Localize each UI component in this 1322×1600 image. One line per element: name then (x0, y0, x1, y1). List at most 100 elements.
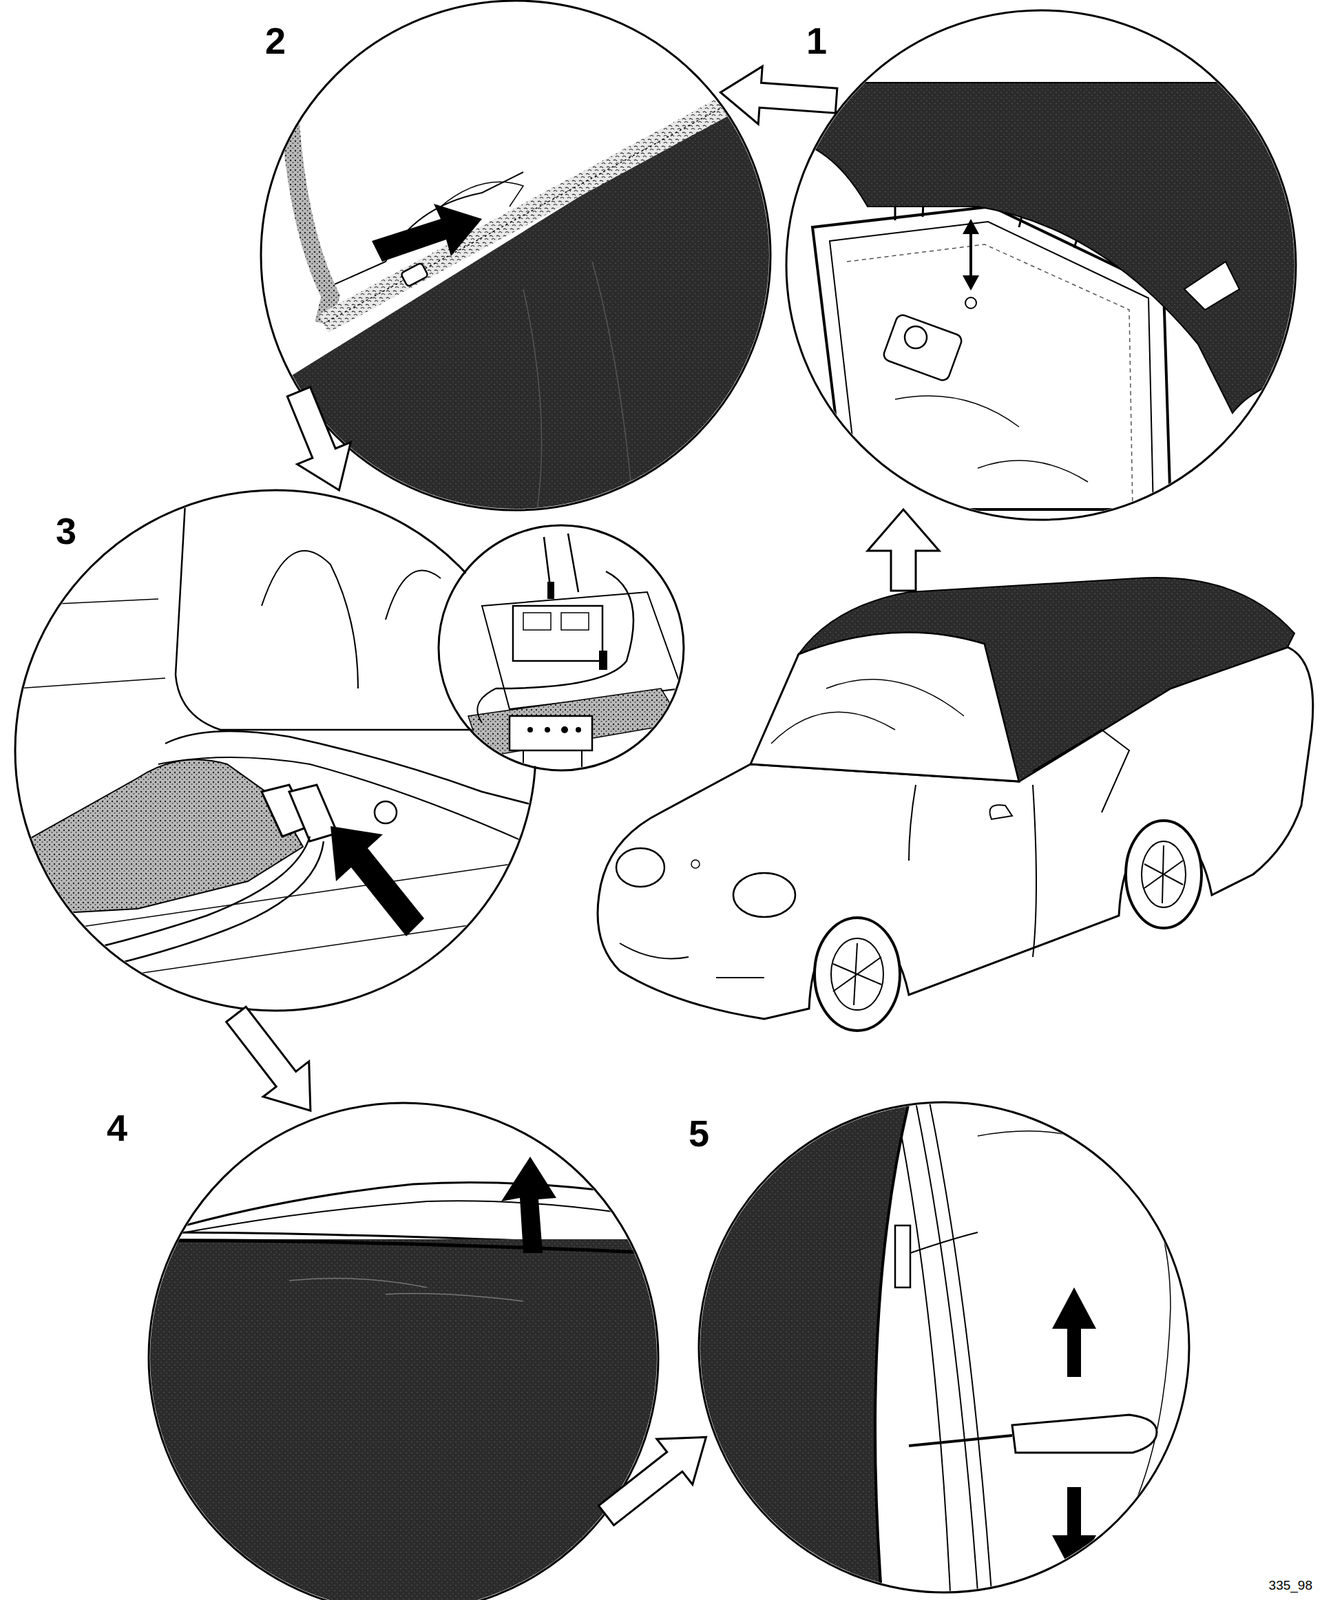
drawing-part (1125, 820, 1202, 929)
drawing-part (733, 873, 796, 918)
step-number: 5 (688, 1114, 710, 1152)
detail-circle-outline (148, 1103, 659, 1600)
drawing-part (438, 525, 684, 771)
drawing-part (1052, 1287, 1097, 1378)
drawing-part (261, 103, 779, 524)
hollow-arrow (720, 66, 837, 124)
drawing-part (599, 650, 608, 670)
drawing-part (15, 860, 536, 992)
drawing-part (619, 943, 765, 978)
drawing-part (908, 1435, 1013, 1446)
hollow-arrow (867, 509, 940, 591)
drawing-part (698, 1102, 1190, 1593)
drawing-part (374, 801, 397, 824)
hollow-arrow (226, 1006, 311, 1111)
detail-circle: 2 (260, 0, 771, 511)
drawing-part (523, 612, 551, 631)
inset-circle-outline (438, 525, 684, 771)
drawing-part (440, 181, 524, 207)
drawing-part (814, 917, 900, 1031)
drawing-part (784, 82, 1309, 414)
drawing-part (468, 688, 682, 758)
drawing-part (289, 784, 338, 842)
step-number: 2 (265, 22, 286, 60)
drawing-part (908, 784, 1037, 958)
drawing-part (561, 726, 569, 734)
drawing-part (261, 550, 441, 689)
drawing-part (831, 938, 884, 1011)
drawing-part (371, 203, 482, 262)
drawing-part (1141, 841, 1186, 908)
drawing-part (1144, 845, 1183, 904)
drawing-part (798, 577, 1295, 782)
step-number: 4 (106, 1109, 128, 1147)
drawing-part (691, 859, 700, 869)
detail-circle-outline (698, 1102, 1190, 1593)
drawing-part (616, 848, 665, 887)
drawing-part (323, 103, 730, 324)
hollow-arrow (598, 1436, 706, 1526)
detail-circle: 4 (148, 1103, 659, 1600)
drawing-part (323, 103, 730, 324)
drawing-part (477, 688, 496, 723)
drawing-part (895, 1225, 911, 1288)
drawing-part (882, 313, 964, 383)
drawing-part (904, 326, 927, 349)
step-number: 3 (55, 512, 77, 550)
drawing-part (750, 632, 1020, 782)
drawing-part (547, 581, 555, 600)
drawing-part (895, 395, 1088, 482)
detail-4-art (148, 1103, 659, 1600)
drawing-part (829, 221, 1154, 510)
detail-1-art (784, 6, 1309, 524)
drawing-part (875, 1102, 909, 1593)
detail-3-art (15, 490, 536, 1011)
drawing-part (561, 612, 589, 631)
drawing-part (512, 605, 603, 661)
detail-circle: 5 (698, 1102, 1190, 1593)
step-number: 1 (806, 22, 827, 60)
drawing-part (1032, 729, 1130, 813)
detail-5-art (698, 1102, 1190, 1593)
hollow-arrow (287, 386, 351, 491)
detail-circle-outline (15, 490, 536, 1011)
detail-circle: 3 (15, 490, 536, 1011)
drawing-part (148, 1239, 659, 1600)
drawing-part (289, 1278, 524, 1302)
drawing-part (523, 261, 634, 510)
drawing-part (15, 836, 324, 985)
drawing-part (544, 727, 551, 733)
drawing-part (527, 727, 533, 733)
drawing-part (330, 826, 425, 937)
drawing-part (771, 679, 964, 744)
drawing-part (148, 1240, 659, 1254)
drawing-part (895, 1102, 992, 1593)
detail-2-art (260, 0, 779, 524)
drawing-part (1012, 1414, 1157, 1453)
drawing-part (977, 1131, 1171, 1591)
drawing-part (833, 943, 882, 1006)
drawing-part (289, 103, 331, 324)
drawing-part (969, 230, 973, 279)
drawing-part (148, 1182, 659, 1237)
drawing-part (910, 1232, 978, 1254)
drawing-part (501, 1156, 557, 1254)
detail-circle-outline (260, 0, 771, 511)
battery-inset-art (438, 525, 684, 771)
car-drawing (597, 577, 1314, 1031)
drawing-part (1184, 261, 1240, 310)
drawing-part (965, 297, 977, 309)
drawing-part (509, 716, 593, 751)
drawing-part (962, 218, 980, 291)
drawing-part (148, 1103, 659, 1600)
drawing-part (575, 727, 582, 733)
figure-code: 335_98 (1268, 1578, 1313, 1594)
drawing-part (698, 1102, 909, 1593)
detail-circle-outline (786, 10, 1296, 520)
drawing-part (495, 533, 634, 689)
drawing-part (400, 262, 429, 287)
drawing-part (15, 490, 536, 1011)
